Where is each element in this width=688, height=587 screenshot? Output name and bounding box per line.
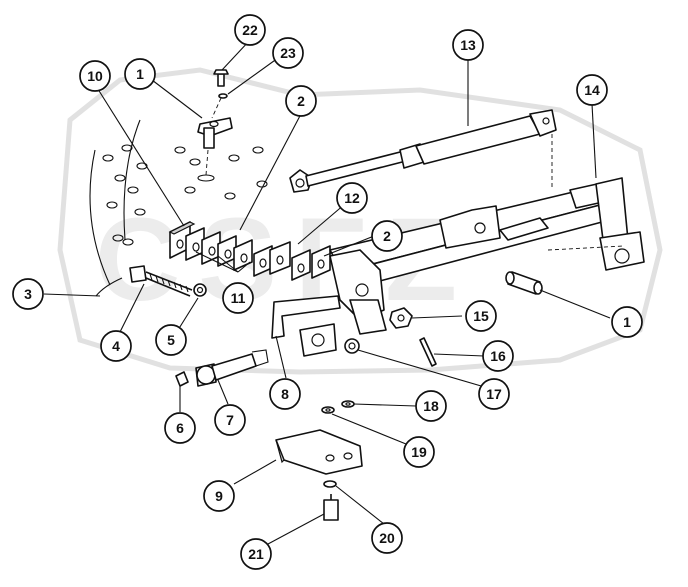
callout-8: 8 — [269, 378, 301, 410]
bottom-bolt — [323, 480, 339, 521]
svg-text:1: 1 — [136, 66, 144, 82]
svg-text:15: 15 — [473, 308, 489, 324]
main-frame — [329, 177, 645, 335]
plate-and-hinge — [271, 295, 360, 357]
svg-text:18: 18 — [423, 398, 439, 414]
callout-18: 18 — [415, 390, 447, 422]
callout-6: 6 — [164, 412, 196, 444]
callout-10: 10 — [79, 60, 111, 92]
leader-lines — [43, 39, 611, 545]
callout-16: 16 — [482, 340, 514, 372]
callout-1-right: 1 — [611, 306, 643, 338]
svg-text:3: 3 — [24, 286, 32, 302]
long-bolt-assembly — [95, 265, 207, 297]
svg-text:4: 4 — [112, 338, 120, 354]
callout-15: 15 — [465, 300, 497, 332]
svg-text:2: 2 — [297, 93, 305, 109]
hydraulic-cylinder — [289, 109, 557, 193]
callout-5: 5 — [155, 324, 187, 356]
callout-22: 22 — [234, 14, 266, 46]
svg-text:8: 8 — [281, 386, 289, 402]
callout-14: 14 — [576, 74, 608, 106]
callout-19: 19 — [403, 436, 435, 468]
svg-text:9: 9 — [215, 488, 223, 504]
svg-text:11: 11 — [231, 290, 246, 306]
callout-3: 3 — [12, 278, 44, 310]
svg-text:20: 20 — [379, 530, 395, 546]
svg-text:17: 17 — [486, 386, 502, 402]
callouts: 22 23 13 10 1 2 14 12 — [12, 14, 643, 570]
svg-text:13: 13 — [460, 37, 476, 53]
bracket-top-assembly — [197, 69, 233, 182]
pin-right — [505, 271, 543, 295]
callout-13: 13 — [452, 29, 484, 61]
svg-text:5: 5 — [167, 332, 175, 348]
svg-text:6: 6 — [176, 420, 184, 436]
svg-text:22: 22 — [242, 22, 258, 38]
svg-text:14: 14 — [584, 82, 600, 98]
callout-17: 17 — [478, 378, 510, 410]
callout-11: 11 — [222, 282, 254, 314]
bolt-and-grease-fitting — [175, 349, 269, 387]
shim-stack — [168, 221, 331, 281]
svg-text:1: 1 — [623, 314, 631, 330]
svg-text:23: 23 — [280, 45, 296, 61]
svg-text:19: 19 — [411, 444, 427, 460]
callout-4: 4 — [100, 330, 132, 362]
engine-block-outline — [89, 119, 268, 286]
bottom-bracket — [275, 429, 363, 475]
svg-text:2: 2 — [383, 228, 391, 244]
callout-2-mid: 2 — [371, 220, 403, 252]
svg-text:21: 21 — [248, 546, 264, 562]
washers — [321, 400, 355, 414]
callout-20: 20 — [371, 522, 403, 554]
svg-text:12: 12 — [344, 190, 360, 206]
svg-text:16: 16 — [490, 348, 506, 364]
callout-21: 21 — [240, 538, 272, 570]
svg-text:7: 7 — [226, 412, 234, 428]
callout-9: 9 — [203, 480, 235, 512]
callout-23: 23 — [272, 37, 304, 69]
callout-1-top: 1 — [124, 58, 156, 90]
callout-12: 12 — [336, 182, 368, 214]
callout-7: 7 — [214, 404, 246, 436]
svg-text:10: 10 — [87, 68, 103, 84]
nut-and-pin — [389, 307, 437, 367]
callout-2-top: 2 — [285, 85, 317, 117]
